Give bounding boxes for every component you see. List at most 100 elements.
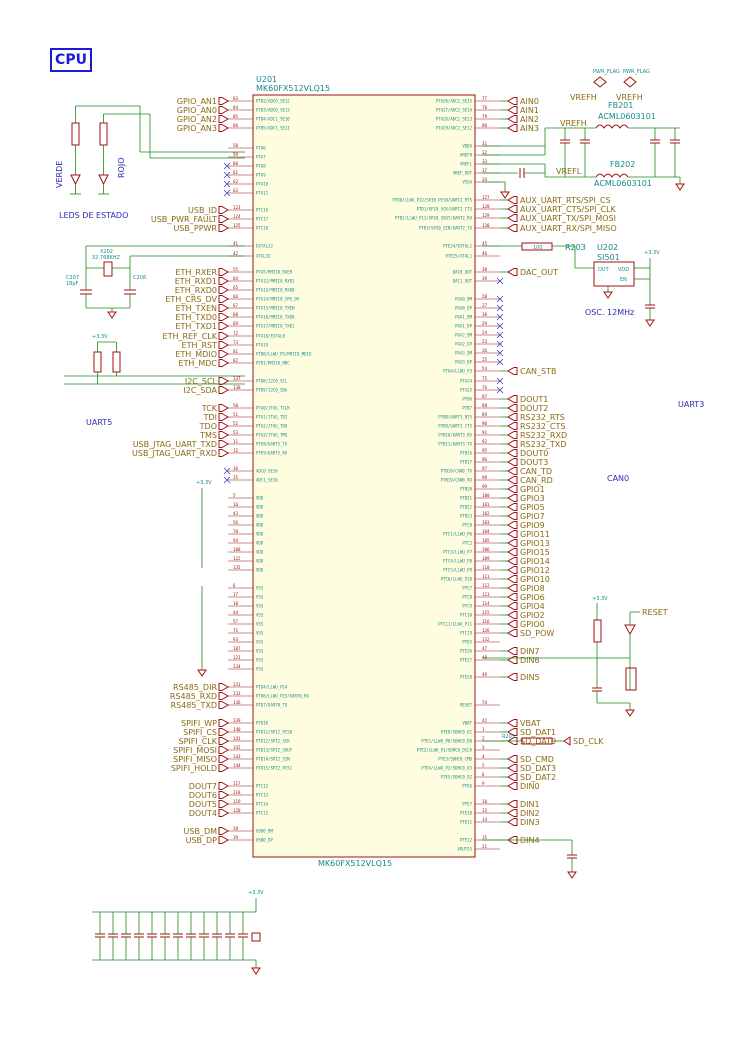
pin-name: PTB7 bbox=[462, 406, 472, 411]
pin-number: 119 bbox=[233, 799, 241, 804]
pin-number: 41 bbox=[233, 241, 239, 246]
pin-number: 125 bbox=[233, 223, 241, 228]
pin-number: 58 bbox=[233, 143, 239, 148]
vrefh-label-2: VREFH bbox=[616, 93, 643, 102]
pin-number: 29 bbox=[482, 321, 488, 326]
pin-number: 98 bbox=[482, 475, 488, 480]
net-label: SD_CMD bbox=[520, 755, 554, 764]
pin-number: 111 bbox=[482, 574, 490, 579]
pin-number: 28 bbox=[482, 294, 488, 299]
pin-number: 64 bbox=[233, 276, 239, 281]
net-port-icon bbox=[507, 673, 518, 681]
net-port-icon bbox=[218, 341, 229, 349]
decoupling-caps: +3.3V bbox=[92, 890, 264, 975]
net-label: DIN4 bbox=[520, 836, 540, 845]
pin-name: PGA1_DP bbox=[455, 324, 472, 329]
net-label: RS232_TXD bbox=[520, 440, 566, 449]
pin-number: 31 bbox=[482, 141, 488, 146]
pin-name: VDD bbox=[256, 559, 264, 564]
pin-name: PTC19 bbox=[460, 631, 473, 636]
net-port-icon bbox=[218, 719, 229, 727]
net-port-icon bbox=[507, 196, 518, 204]
pin-number: 57 bbox=[233, 619, 239, 624]
sd-clk-arrow-icon bbox=[563, 736, 571, 746]
pin-name: PTA9 bbox=[256, 173, 266, 178]
pin-name: VBAT bbox=[462, 721, 472, 726]
c208-ref: C208 bbox=[133, 275, 146, 281]
pin-number: 45 bbox=[482, 241, 488, 246]
net-label: USB_DP bbox=[186, 836, 218, 845]
pin-number: 1 bbox=[482, 727, 485, 732]
net-port-icon bbox=[507, 449, 518, 457]
v33-decoupling: +3.3V bbox=[248, 890, 264, 896]
pin-number: 101 bbox=[482, 502, 490, 507]
v33-reset: +3.3V bbox=[592, 596, 608, 602]
decoupling-cap bbox=[108, 912, 118, 960]
pin-name: PTD7/UART0_TX bbox=[256, 703, 288, 708]
pin-number: 143 bbox=[233, 754, 241, 759]
pin-name: PTA7 bbox=[256, 155, 266, 160]
pin-number: 27 bbox=[482, 303, 488, 308]
chip-body bbox=[252, 94, 476, 858]
pin-number: 80 bbox=[482, 123, 488, 128]
sd-clk-section: R205 SD_CLK bbox=[482, 734, 604, 746]
net-label: GPIO12 bbox=[520, 566, 550, 575]
pin-number: 66 bbox=[233, 294, 239, 299]
net-port-icon bbox=[507, 764, 518, 772]
r203-ref: R203 bbox=[565, 243, 586, 252]
pin-name: VREF_OUT bbox=[453, 171, 473, 176]
net-port-icon bbox=[218, 764, 229, 772]
net-port-icon bbox=[218, 313, 229, 321]
net-label: GPIO14 bbox=[520, 557, 550, 566]
ground-icon bbox=[107, 311, 117, 319]
pin-number: 25 bbox=[482, 357, 488, 362]
net-label: ETH_RXD1 bbox=[175, 277, 217, 286]
pin-name: PTD13/SPI2_SOUT bbox=[256, 748, 293, 753]
pin-name: PTE2/LLWU_P1/SDHC0_DCLK bbox=[417, 748, 473, 753]
i2c-pullups: +3.3V bbox=[64, 334, 245, 385]
net-port-icon bbox=[218, 404, 229, 412]
pin-number: 97 bbox=[482, 466, 488, 471]
net-label: SPIFI_MOSI bbox=[173, 746, 217, 755]
resistor-r201 bbox=[93, 351, 102, 373]
net-port-icon bbox=[507, 404, 518, 412]
net-port-icon bbox=[507, 593, 518, 601]
pin-number: 11 bbox=[233, 439, 239, 444]
pin-name: VSS bbox=[256, 640, 264, 645]
net-label: USB_JTAG_UART_TXD bbox=[133, 440, 217, 449]
pin-number: 6 bbox=[482, 772, 485, 777]
net-label: GPIO_AN1 bbox=[177, 97, 217, 106]
net-port-icon bbox=[507, 476, 518, 484]
net-port-icon bbox=[507, 647, 518, 655]
pin-name: VSS bbox=[256, 658, 264, 663]
power-flag-icon bbox=[623, 76, 637, 88]
pin-name: VREFL bbox=[460, 162, 473, 167]
pin-number: 102 bbox=[482, 511, 490, 516]
net-port-icon bbox=[507, 719, 518, 727]
pin-number: 139 bbox=[233, 718, 241, 723]
net-label: GPIO2 bbox=[520, 611, 545, 620]
net-port-icon bbox=[218, 728, 229, 736]
pin-number: 109 bbox=[482, 556, 490, 561]
pin-name: PTE24/EXTAL1 bbox=[443, 244, 472, 249]
net-port-icon bbox=[507, 367, 518, 375]
